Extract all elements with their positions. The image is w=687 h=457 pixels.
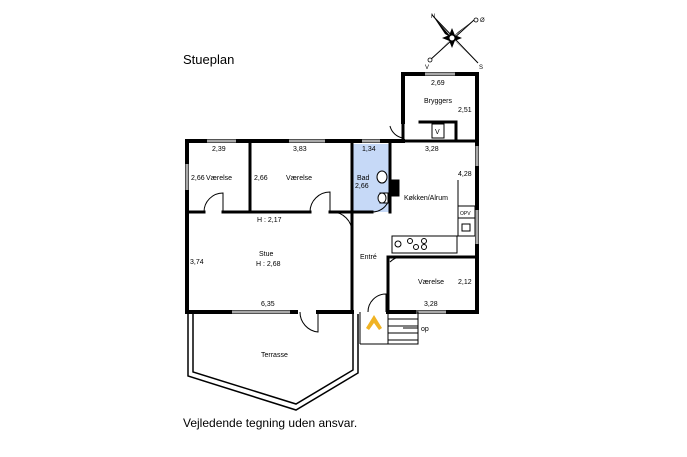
- bryggers-depth: 2,51: [458, 107, 472, 114]
- stue-width: 6,35: [261, 301, 275, 308]
- stue-name: Stue: [259, 251, 274, 258]
- terrace-outline: [187, 314, 359, 411]
- kokken-name: Køkken/Alrum: [404, 195, 448, 202]
- compass-o: Ø: [480, 18, 485, 24]
- vaerelse-left-depth: 2,66: [191, 175, 205, 182]
- fixtures: [376, 123, 476, 254]
- vaerelse-right-name: Værelse: [418, 279, 444, 286]
- vaerelse-mid-name: Værelse: [286, 175, 312, 182]
- compass-n: N: [431, 14, 435, 20]
- compass-s: S: [479, 65, 483, 71]
- bad-width: 1,34: [362, 146, 376, 153]
- windows: [185, 72, 479, 314]
- stue-height: H : 2,68: [256, 261, 281, 268]
- stairs: [359, 311, 419, 345]
- stairs-label: op: [421, 326, 429, 333]
- interior-walls: [185, 120, 479, 314]
- bryggers-name: Bryggers: [424, 98, 453, 105]
- entrance-arrow-icon: [366, 315, 382, 330]
- kokken-fixture: OPV: [460, 211, 471, 217]
- exterior-walls: [185, 72, 479, 314]
- entre-name: Entré: [360, 254, 377, 261]
- stue-depth: 3,74: [190, 259, 204, 266]
- vaerelse-mid-depth: 2,66: [254, 175, 268, 182]
- bryggers-fixture: V: [435, 129, 440, 136]
- bad-name: Bad: [357, 175, 370, 182]
- vaerelse-right-depth: 2,12: [458, 279, 472, 286]
- disclaimer: Vejledende tegning uden ansvar.: [183, 416, 358, 430]
- plan-title: Stueplan: [183, 52, 235, 67]
- terrasse-name: Terrasse: [261, 352, 288, 359]
- compass-icon: [427, 14, 479, 64]
- vaerelse-left-name: Værelse: [206, 175, 232, 182]
- kokken-width: 3,28: [425, 146, 439, 153]
- compass-v: V: [425, 65, 429, 71]
- kokken-depth: 4,28: [458, 171, 472, 178]
- vaerelse-left-width: 2,39: [212, 146, 226, 153]
- vaerelse-right-width: 3,28: [424, 301, 438, 308]
- bryggers-width: 2,69: [431, 80, 445, 87]
- bad-depth: 2,66: [355, 183, 369, 190]
- hallway-height: H : 2,17: [257, 217, 282, 224]
- vaerelse-mid-width: 3,83: [293, 146, 307, 153]
